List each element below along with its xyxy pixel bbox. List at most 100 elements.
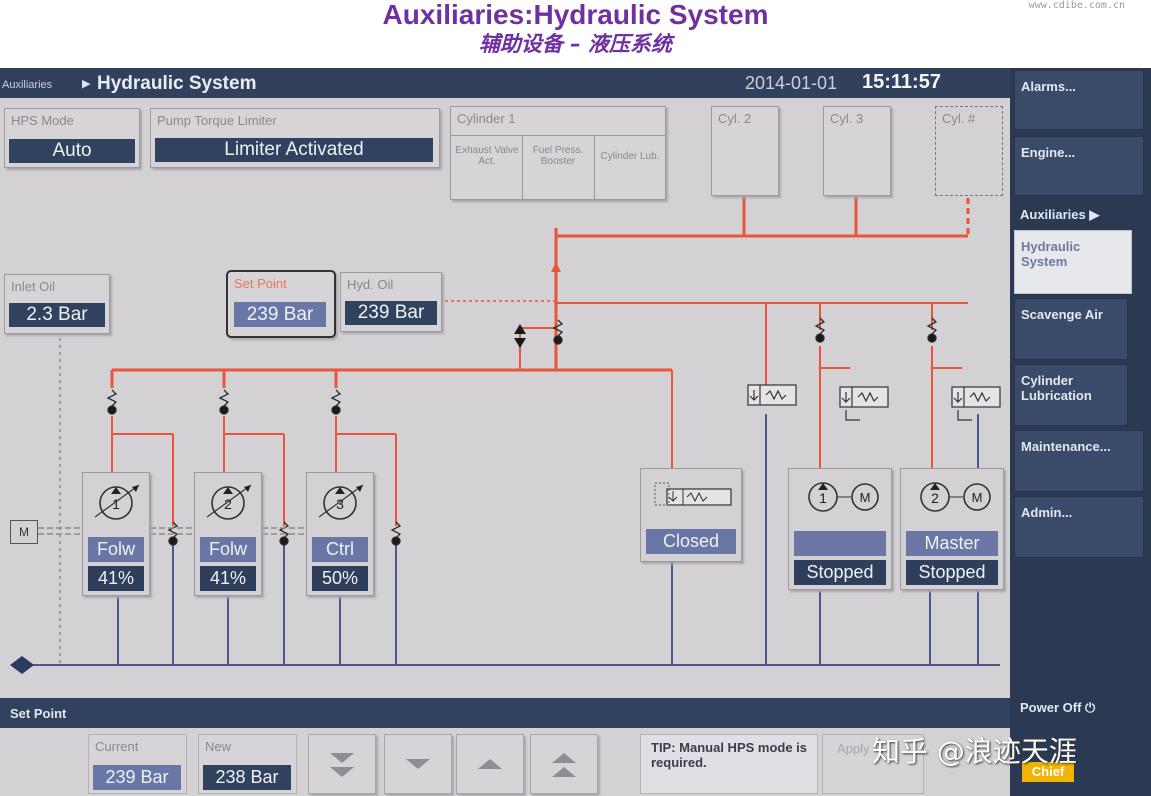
power-off-button[interactable]: Power Off ⏻ [1020,700,1096,715]
electric-pump-1-motor: M [860,490,871,505]
cylinder-1-block[interactable]: Cylinder 1 Exhaust Valve Act. Fuel Press… [450,106,666,200]
cylinder-n-label: Cyl. # [942,111,976,126]
electric-pump-2-number: 2 [931,490,939,506]
hydraulic-diagram-area: HPS Mode Auto Pump Torque Limiter Limite… [0,98,1010,698]
pump-1-symbol-icon: 1 [94,484,140,520]
main-motor-icon: M [10,520,38,544]
cylinder-1-label: Cylinder 1 [457,111,516,126]
breadcrumb-arrow-icon: ▶ [82,78,91,90]
cylinder-2-label: Cyl. 2 [718,111,752,126]
current-setpoint-field: Current 239 Bar [88,734,187,794]
bottom-watermark: 知乎 @浪迹天涯 [872,735,1077,768]
cylinder-3-label: Cyl. 3 [830,111,864,126]
electric-pump-1-number: 1 [819,490,827,506]
fast-decrease-button[interactable] [308,734,376,794]
increase-button[interactable] [456,734,524,794]
hyd-oil-panel: Hyd. Oil 239 Bar [340,272,442,332]
hmi-screen: Auxiliaries ▶ Hydraulic System 2014-01-0… [0,68,1151,796]
pump-torque-panel: Pump Torque Limiter Limiter Activated [150,108,440,168]
electric-pump-1-symbol-icon: 1 M [808,482,879,512]
pump-2-percent: 41% [200,566,256,591]
electric-pump-1-state: Stopped [794,560,886,585]
hps-mode-panel[interactable]: HPS Mode Auto [4,108,140,168]
apply-button[interactable]: Apply [822,734,924,794]
sidebar-maintenance-label: Maintenance... [1021,439,1111,454]
valve-symbol-icon [654,482,732,506]
tip-message: TIP: Manual HPS mode is required. [640,734,818,794]
inlet-oil-panel: Inlet Oil 2.3 Bar [4,274,110,334]
set-point-controls: Current 239 Bar New 238 Bar TIP: Manual … [0,728,1010,796]
breadcrumb-parent[interactable]: Auxiliaries [2,79,53,91]
engine-pump-2[interactable]: 2 Folw 41% [194,472,262,596]
set-point-panel[interactable]: Set Point 239 Bar [226,270,336,338]
cylinder-2-block[interactable]: Cyl. 2 [711,106,779,196]
top-watermark: www.cdibe.com.cn [1028,0,1125,11]
sidebar-alarms-label: Alarms... [1021,79,1076,94]
sidebar-item-cylinder-lubrication[interactable]: Cylinder Lubrication [1014,364,1128,426]
page-title: Hydraulic System [97,73,257,94]
double-chevron-up-icon [552,753,576,777]
sidebar-item-hydraulic-system[interactable]: Hydraulic System [1014,230,1132,294]
sidebar-auxiliaries-heading[interactable]: Auxiliaries ▶ [1020,207,1100,222]
sidebar-item-alarms[interactable]: Alarms... [1014,70,1144,130]
pump-torque-value: Limiter Activated [155,138,433,162]
slide-title: Auxiliaries:Hydraulic System 辅助设备 – 液压系统 [0,0,1151,58]
check-valve-icons [106,317,938,546]
decrease-button[interactable] [384,734,452,794]
slide-title-chinese: 辅助设备 – 液压系统 [478,32,673,56]
sidebar-scavenge-label: Scavenge Air [1021,307,1103,322]
navigation-sidebar: Alarms... Engine... Auxiliaries ▶ Hydrau… [1010,68,1151,796]
return-line [22,414,1000,666]
tank-symbol-icon [10,656,34,674]
inlet-oil-label: Inlet Oil [11,279,56,294]
current-setpoint-label: Current [95,739,139,754]
engine-pump-3[interactable]: 3 Ctrl 50% [306,472,374,596]
pump-1-mode: Folw [88,537,144,562]
hps-mode-value: Auto [9,139,135,163]
tip-text: TIP: Manual HPS mode is required. [651,740,808,770]
pump-3-mode: Ctrl [312,537,368,562]
new-setpoint-field[interactable]: New 238 Bar [198,734,297,794]
cylinder-n-block[interactable]: Cyl. # [935,106,1003,196]
hydraulic-schematic [10,196,1001,674]
sidebar-item-engine[interactable]: Engine... [1014,136,1144,196]
apply-label: Apply [837,741,870,756]
cylinder-3-block[interactable]: Cyl. 3 [823,106,891,196]
valve-state: Closed [646,529,736,554]
sidebar-item-admin[interactable]: Admin... [1014,496,1144,558]
chevron-up-icon [478,759,502,769]
set-point-label: Set Point [234,276,287,291]
electric-pump-1[interactable]: 1 M Stopped [788,468,892,590]
sidebar-hydraulic-label: Hydraulic System [1021,239,1081,269]
fast-increase-button[interactable] [530,734,598,794]
set-point-value: 239 Bar [234,302,326,327]
date-display: 2014-01-01 [745,73,838,93]
user-badge[interactable]: Chief [1022,762,1074,782]
hps-mode-label: HPS Mode [11,113,74,128]
electric-pump-2[interactable]: 2 M Master Stopped [900,468,1004,590]
pump-torque-label: Pump Torque Limiter [157,113,277,128]
pump-3-symbol-icon: 3 [318,484,364,520]
pump-2-number: 2 [224,496,232,512]
sidebar-admin-label: Admin... [1021,505,1073,520]
electric-pump-2-state: Stopped [906,560,998,585]
set-point-bar: Set Point [0,698,1010,728]
current-setpoint-value: 239 Bar [93,765,181,790]
pump-3-percent: 50% [312,566,368,591]
electric-pump-1-role [794,531,886,556]
bypass-valve[interactable]: Closed [640,468,742,562]
cylinder-lub-cell: Cylinder Lub. [600,151,660,162]
new-setpoint-label: New [205,739,232,754]
sidebar-engine-label: Engine... [1021,145,1076,160]
sidebar-item-maintenance[interactable]: Maintenance... [1014,430,1144,492]
slide-title-english: Auxiliaries:Hydraulic System [382,0,769,30]
inlet-oil-value: 2.3 Bar [9,303,105,327]
electric-pump-2-motor: M [972,490,983,505]
exhaust-valve-cell: Exhaust Valve Act. [455,145,519,167]
new-setpoint-value: 238 Bar [203,765,291,790]
sidebar-item-scavenge-air[interactable]: Scavenge Air [1014,298,1128,360]
breadcrumb: Auxiliaries ▶ Hydraulic System 2014-01-0… [0,68,1010,98]
engine-pump-1[interactable]: 1 Folw 41% [82,472,150,596]
hyd-oil-label: Hyd. Oil [347,277,394,292]
pump-1-percent: 41% [88,566,144,591]
